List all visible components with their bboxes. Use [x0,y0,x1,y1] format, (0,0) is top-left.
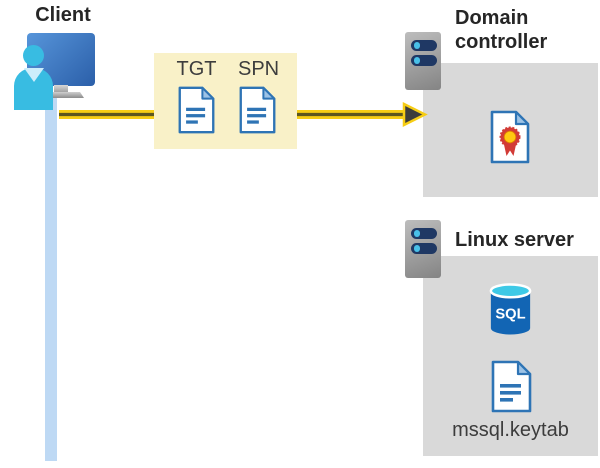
server-bar [411,40,437,51]
keytab-filename-label: mssql.keytab [452,419,569,441]
server-led-icon [413,42,420,49]
certificate-icon [490,110,530,164]
domain-controller-label: Domain controller [455,7,548,53]
keytab-document-icon [491,360,532,413]
sql-database-icon: SQL [489,283,532,335]
sql-icon-label: SQL [495,306,525,322]
domain-controller-server-icon [405,32,441,90]
server-led-icon [413,57,420,64]
linux-server-icon [405,220,441,278]
tgt-label: TGT [176,58,217,80]
spn-document-icon [239,86,276,134]
client-connection-line [45,96,57,461]
monitor-stand-neck [54,85,68,93]
person-icon-head [23,45,44,66]
server-bar [411,243,437,254]
spn-label: SPN [238,58,280,80]
linux-server-label: Linux server [455,229,574,251]
arrow-head-icon [402,101,428,128]
server-led-icon [413,230,420,237]
monitor-stand-base [44,92,84,98]
person-icon-collar [24,68,44,82]
client-label: Client [35,4,91,26]
server-led-icon [413,245,420,252]
server-bar [411,228,437,239]
tgt-document-icon [178,86,215,134]
server-bar [411,55,437,66]
